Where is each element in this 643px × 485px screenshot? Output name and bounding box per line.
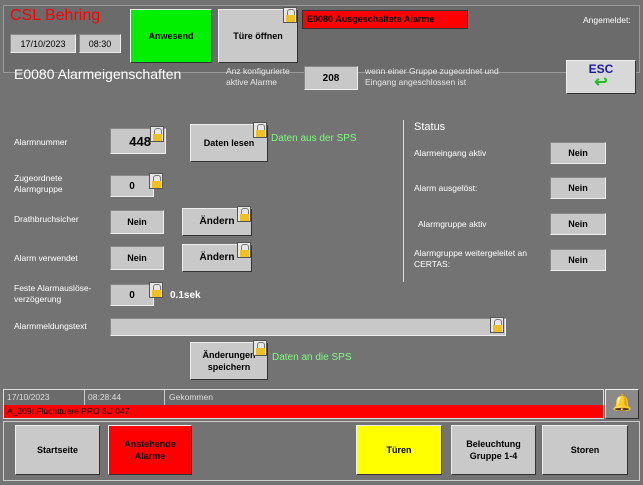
status-value: Nein bbox=[550, 177, 606, 199]
status-label: Alarm ausgelöst: bbox=[414, 183, 478, 193]
lock-icon bbox=[149, 173, 163, 189]
alarm-bar[interactable]: 17/10/2023 08:28:44 Gekommen A_209: Fluc… bbox=[3, 389, 604, 419]
nav-lighting-button[interactable]: Beleuchtung Gruppe 1-4 bbox=[451, 425, 536, 475]
used-label: Alarm verwendet bbox=[14, 253, 78, 263]
alarm-number-label: Alarmnummer bbox=[14, 137, 68, 147]
esc-button[interactable]: ESC ↩ bbox=[566, 60, 636, 94]
present-button[interactable]: Anwesend bbox=[130, 9, 212, 63]
logged-in-label: Angemeldet: bbox=[583, 15, 631, 25]
alarm-date: 17/10/2023 bbox=[7, 392, 50, 402]
count-value: 208 bbox=[304, 66, 358, 90]
alarm-text-input[interactable] bbox=[110, 318, 506, 336]
delay-label: Feste Alarmauslöse-verzögerung bbox=[14, 283, 92, 305]
alarm-message: A_209: Fluchttuere PRO 3U 047 bbox=[4, 405, 603, 418]
status-value: Nein bbox=[550, 213, 606, 235]
group-label: Zugeordnete Alarmgruppe bbox=[14, 173, 63, 195]
lock-icon bbox=[490, 317, 504, 333]
count-label: Anz konfigurierte aktive Alarme bbox=[226, 66, 290, 88]
status-value: Nein bbox=[550, 249, 606, 271]
alarm-state: Gekommen bbox=[169, 392, 213, 402]
page-title: E0080 Alarmeigenschaften bbox=[14, 66, 182, 82]
status-label: Alarmeingang aktiv bbox=[414, 148, 487, 158]
lock-icon bbox=[253, 340, 267, 356]
alarm-acknowledge-icon[interactable]: 🔔 bbox=[605, 389, 639, 419]
wire-value: Nein bbox=[110, 210, 164, 234]
save-note: Daten an die SPS bbox=[272, 352, 352, 363]
count-note: wenn einer Gruppe zugeordnet und Eingang… bbox=[365, 66, 499, 88]
status-label: Alarmgruppe aktiv bbox=[418, 219, 487, 229]
back-arrow-icon: ↩ bbox=[594, 74, 608, 91]
lock-icon bbox=[237, 242, 251, 258]
alarm-time: 08:28:44 bbox=[88, 392, 122, 402]
brand-logo: CSL Behring bbox=[10, 7, 101, 24]
status-value: Nein bbox=[550, 142, 606, 164]
status-label: Alarmgruppe weitergeleitet an CERTAS: bbox=[414, 248, 527, 270]
lock-icon bbox=[149, 282, 163, 298]
lock-icon bbox=[253, 122, 267, 138]
nav-panel bbox=[3, 421, 640, 481]
delay-unit: 0.1sek bbox=[170, 290, 201, 301]
nav-home-button[interactable]: Startseite bbox=[15, 425, 100, 475]
group-input[interactable]: 0 bbox=[110, 175, 154, 197]
divider bbox=[403, 120, 404, 282]
delay-input[interactable]: 0 bbox=[110, 284, 154, 306]
nav-pending-alarms-button[interactable]: Anstehende Alarme bbox=[108, 425, 192, 475]
wire-label: Drathbruchsicher bbox=[14, 214, 79, 224]
used-value: Nein bbox=[110, 246, 164, 270]
read-note: Daten aus der SPS bbox=[271, 133, 357, 144]
lock-icon bbox=[150, 126, 164, 142]
lock-icon bbox=[237, 206, 251, 222]
alarm-banner[interactable]: E0080 Ausgeschaltete Alarme bbox=[302, 10, 468, 29]
esc-label: ESC bbox=[588, 62, 614, 76]
nav-doors-button[interactable]: Türen bbox=[356, 425, 442, 475]
change-used-button[interactable]: Ändern bbox=[182, 244, 252, 272]
date-display: 17/10/2023 bbox=[10, 34, 76, 53]
lock-icon bbox=[283, 7, 297, 23]
text-label: Alarmmeldungstext bbox=[14, 321, 87, 331]
status-title: Status bbox=[414, 121, 446, 133]
time-display: 08:30 bbox=[79, 34, 121, 53]
nav-blinds-button[interactable]: Storen bbox=[542, 425, 628, 475]
